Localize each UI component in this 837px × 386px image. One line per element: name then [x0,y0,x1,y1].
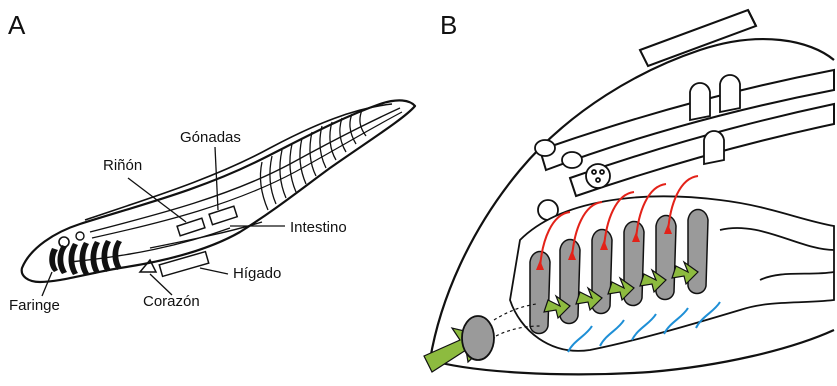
dorsal-fin [640,10,756,66]
mouth-opening [462,316,494,360]
dorsal-tubes [540,70,834,196]
